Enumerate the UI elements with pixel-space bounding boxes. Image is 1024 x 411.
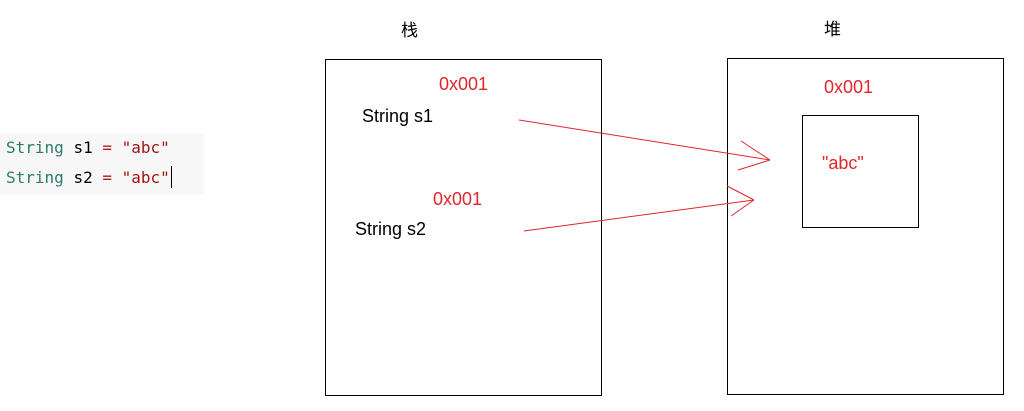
stack-region: [325, 59, 602, 396]
stack-entry-s2-address: 0x001: [433, 189, 483, 209]
heap-region: [727, 58, 1004, 395]
code-type-keyword: String: [6, 138, 64, 157]
arrow-s1-to-object: [518, 119, 771, 171]
stack-entry-s1-address: 0x001: [439, 74, 489, 94]
arrow-s2-to-object: [523, 185, 755, 232]
stack-title: 栈: [401, 21, 418, 41]
code-variable-name: s1: [73, 138, 93, 157]
code-snippet: String s1 = "abc" String s2 = "abc": [0, 133, 204, 195]
code-assign-operator: =: [102, 168, 112, 187]
heap-object-address: 0x001: [824, 77, 874, 97]
code-variable-name: s2: [73, 168, 93, 187]
heap-string-object: [802, 115, 919, 228]
text-cursor: [170, 166, 172, 188]
code-type-keyword: String: [6, 168, 64, 187]
heap-object-value: "abc": [822, 153, 864, 173]
stack-entry-s1-label: String s1: [362, 106, 434, 126]
heap-title: 堆: [824, 20, 841, 40]
stack-entry-s2-label: String s2: [355, 219, 427, 239]
code-assign-operator: =: [102, 138, 112, 157]
code-line-s1: String s1 = "abc": [6, 138, 170, 158]
code-string-literal: "abc": [121, 168, 170, 187]
code-string-literal: "abc": [121, 138, 170, 157]
code-line-s2: String s2 = "abc": [6, 166, 172, 188]
